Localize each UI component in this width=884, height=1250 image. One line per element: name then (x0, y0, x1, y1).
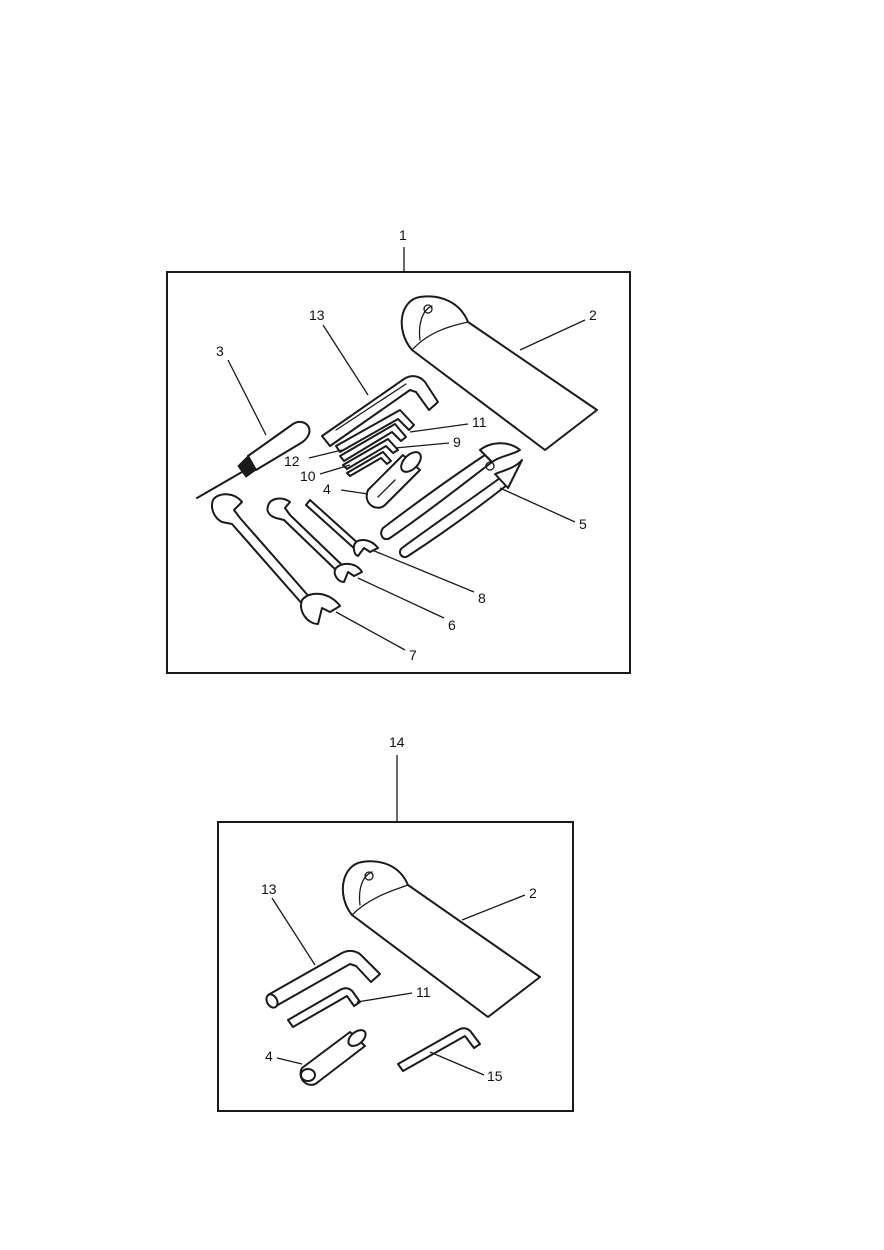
kit-a-callout-label: 1 (399, 227, 407, 243)
hex-key-large (321, 324, 439, 447)
label-hex-key-10: 10 (300, 468, 316, 484)
pliers (380, 442, 576, 558)
label-spanner-large: 7 (409, 647, 417, 663)
kit-b: 14 2 13 11 4 (217, 734, 574, 1112)
label-hex-key-large-b: 13 (261, 881, 277, 897)
spanner-small (266, 497, 445, 619)
tool-roll (400, 295, 598, 451)
label-box-spanner-b: 4 (265, 1048, 273, 1064)
tool-roll-b (342, 860, 541, 1018)
hex-key-group (308, 409, 469, 477)
screwdriver (196, 359, 311, 499)
label-spanner-thin: 8 (478, 590, 486, 606)
label-box-spanner: 4 (323, 481, 331, 497)
spanner-thin (305, 499, 475, 593)
label-hex-key-9: 9 (453, 434, 461, 450)
label-hex-key-11: 11 (472, 414, 487, 430)
box-spanner-b (276, 1029, 367, 1086)
kit-b-frame (217, 821, 574, 1112)
label-roll: 2 (589, 307, 597, 323)
box-spanner (340, 451, 422, 509)
label-screwdriver: 3 (216, 343, 224, 359)
label-hex-key-12: 12 (284, 453, 300, 469)
hex-key-15-b (397, 1027, 485, 1076)
kit-a-frame (166, 271, 631, 674)
hex-key-large-b (265, 897, 381, 1009)
label-roll-b: 2 (529, 885, 537, 901)
kit-b-callout-label: 14 (389, 734, 405, 750)
label-hex-key-large: 13 (309, 307, 325, 323)
spanner-large (211, 493, 406, 651)
label-spanner-small: 6 (448, 617, 456, 633)
hex-key-11-b (287, 987, 413, 1028)
kit-a: 1 2 13 11 9 12 1 (166, 227, 631, 674)
label-hex-key-11-b: 11 (416, 984, 431, 1000)
label-hex-key-15-b: 15 (487, 1068, 503, 1084)
label-pliers: 5 (579, 516, 587, 532)
